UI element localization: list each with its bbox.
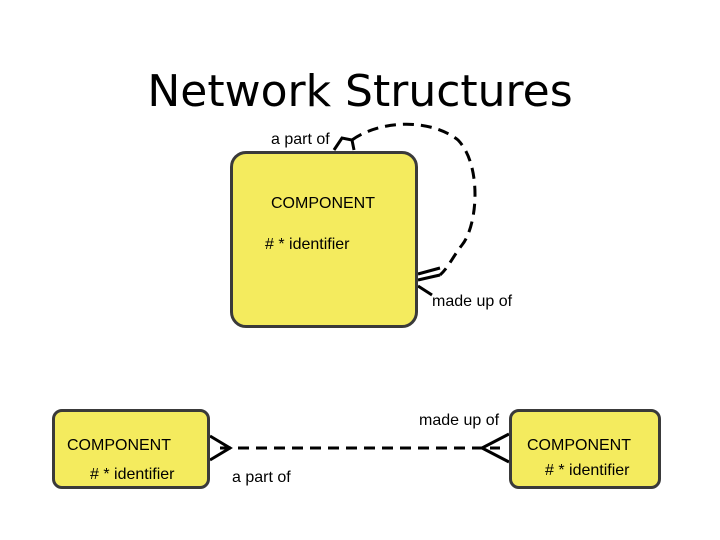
recursive-relationship-crowfoot <box>417 266 441 297</box>
relationship-label-made-up-of: made up of <box>432 293 513 310</box>
bottom-relationship-crowfoot-left <box>209 434 233 462</box>
recursive-relationship-end-top <box>332 136 356 151</box>
entity-component-top[interactable] <box>230 151 418 328</box>
entity-component-left[interactable] <box>52 409 210 489</box>
entity-attribute: # * identifier <box>545 462 630 479</box>
entity-attribute: # * identifier <box>90 466 175 483</box>
relationship-label-a-part-of: a part of <box>232 469 291 486</box>
entity-name: COMPONENT <box>271 195 375 212</box>
relationship-label-a-part-of: a part of <box>271 131 330 148</box>
page-title: Network Structures <box>147 66 573 117</box>
entity-name: COMPONENT <box>67 437 171 454</box>
bottom-relationship-crowfoot-right <box>478 432 510 464</box>
entity-name: COMPONENT <box>527 437 631 454</box>
entity-component-right[interactable] <box>509 409 661 489</box>
entity-attribute: # * identifier <box>265 236 350 253</box>
recursive-relationship-line[interactable] <box>351 122 477 277</box>
relationship-label-made-up-of: made up of <box>419 412 500 429</box>
